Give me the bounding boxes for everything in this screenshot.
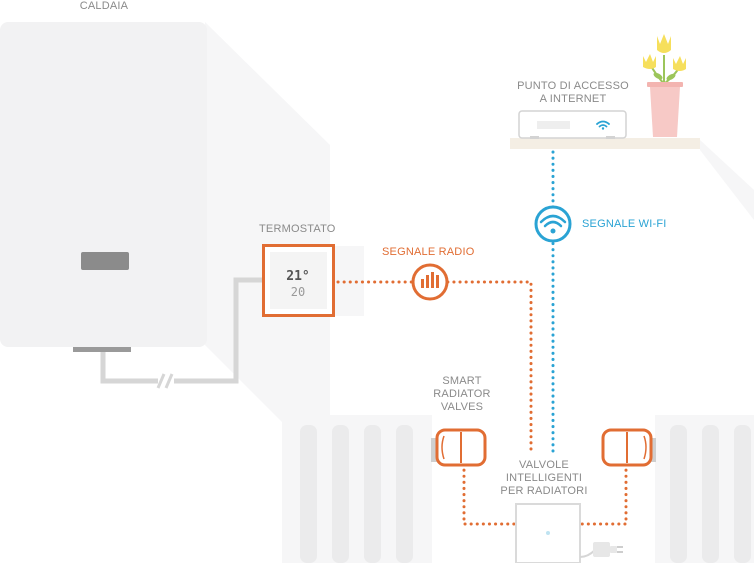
label-srv-line1: SMART [442, 375, 482, 387]
label-vi-line3: PER RADIATORI [500, 485, 588, 497]
label-srv-line3: VALVES [440, 401, 484, 413]
label-vi-line2: INTELLIGENTI [505, 472, 583, 484]
boiler-base [73, 347, 131, 352]
wifi-icon [534, 205, 572, 243]
bridge-led [546, 531, 550, 535]
radio-path-to-controller [336, 280, 533, 454]
thermostat-face [270, 252, 327, 309]
radiator-right [655, 415, 754, 563]
shelf-shadow [700, 140, 754, 220]
router [518, 110, 627, 139]
router-wifi-icon [596, 120, 610, 130]
boiler-body [0, 22, 207, 347]
boiler [0, 22, 207, 352]
boiler-display [81, 252, 129, 270]
router-foot-left [530, 136, 539, 139]
label-access-point: PUNTO DI ACCESSO A INTERNET [498, 80, 648, 106]
label-access-point-line2: A INTERNET [539, 93, 607, 105]
thermostat-setpoint: 20 [291, 285, 305, 299]
shelf [510, 138, 700, 149]
radio-signal-icon [411, 263, 449, 301]
label-vi-line1: VALVOLE [519, 459, 569, 471]
label-valvole-intelligenti: VALVOLE INTELLIGENTI PER RADIATORI [490, 459, 598, 498]
thermostat: 21° 20 [262, 244, 364, 317]
shelf-group [510, 110, 700, 149]
radio-path-right-valve [579, 462, 628, 526]
router-panel [537, 121, 570, 129]
label-access-point-line1: PUNTO DI ACCESSO [517, 80, 629, 92]
label-boiler: CALDAIA [79, 0, 129, 12]
label-radio-signal: SEGNALE RADIO [382, 246, 475, 258]
label-thermostat: TERMOSTATO [259, 223, 336, 235]
radiator-left [282, 415, 432, 563]
radio-signal-paths [336, 280, 628, 526]
radio-path-left-valve [462, 462, 518, 526]
smart-valve-left [431, 428, 487, 467]
bridge-box [515, 503, 581, 563]
label-wifi-signal: SEGNALE WI-FI [582, 218, 667, 230]
smart-valve-right [601, 428, 656, 467]
label-srv-line2: RADIATOR [433, 388, 491, 400]
bridge-cable [579, 549, 596, 558]
wire-break-mark [156, 373, 174, 389]
label-smart-radiator-valves: SMART RADIATOR VALVES [422, 375, 502, 414]
boiler-thermostat-wire [100, 277, 262, 384]
thermostat-temp: 21° [286, 269, 309, 284]
flower-icon [643, 34, 686, 137]
plug-icon [593, 542, 623, 557]
router-foot-right [606, 136, 615, 139]
